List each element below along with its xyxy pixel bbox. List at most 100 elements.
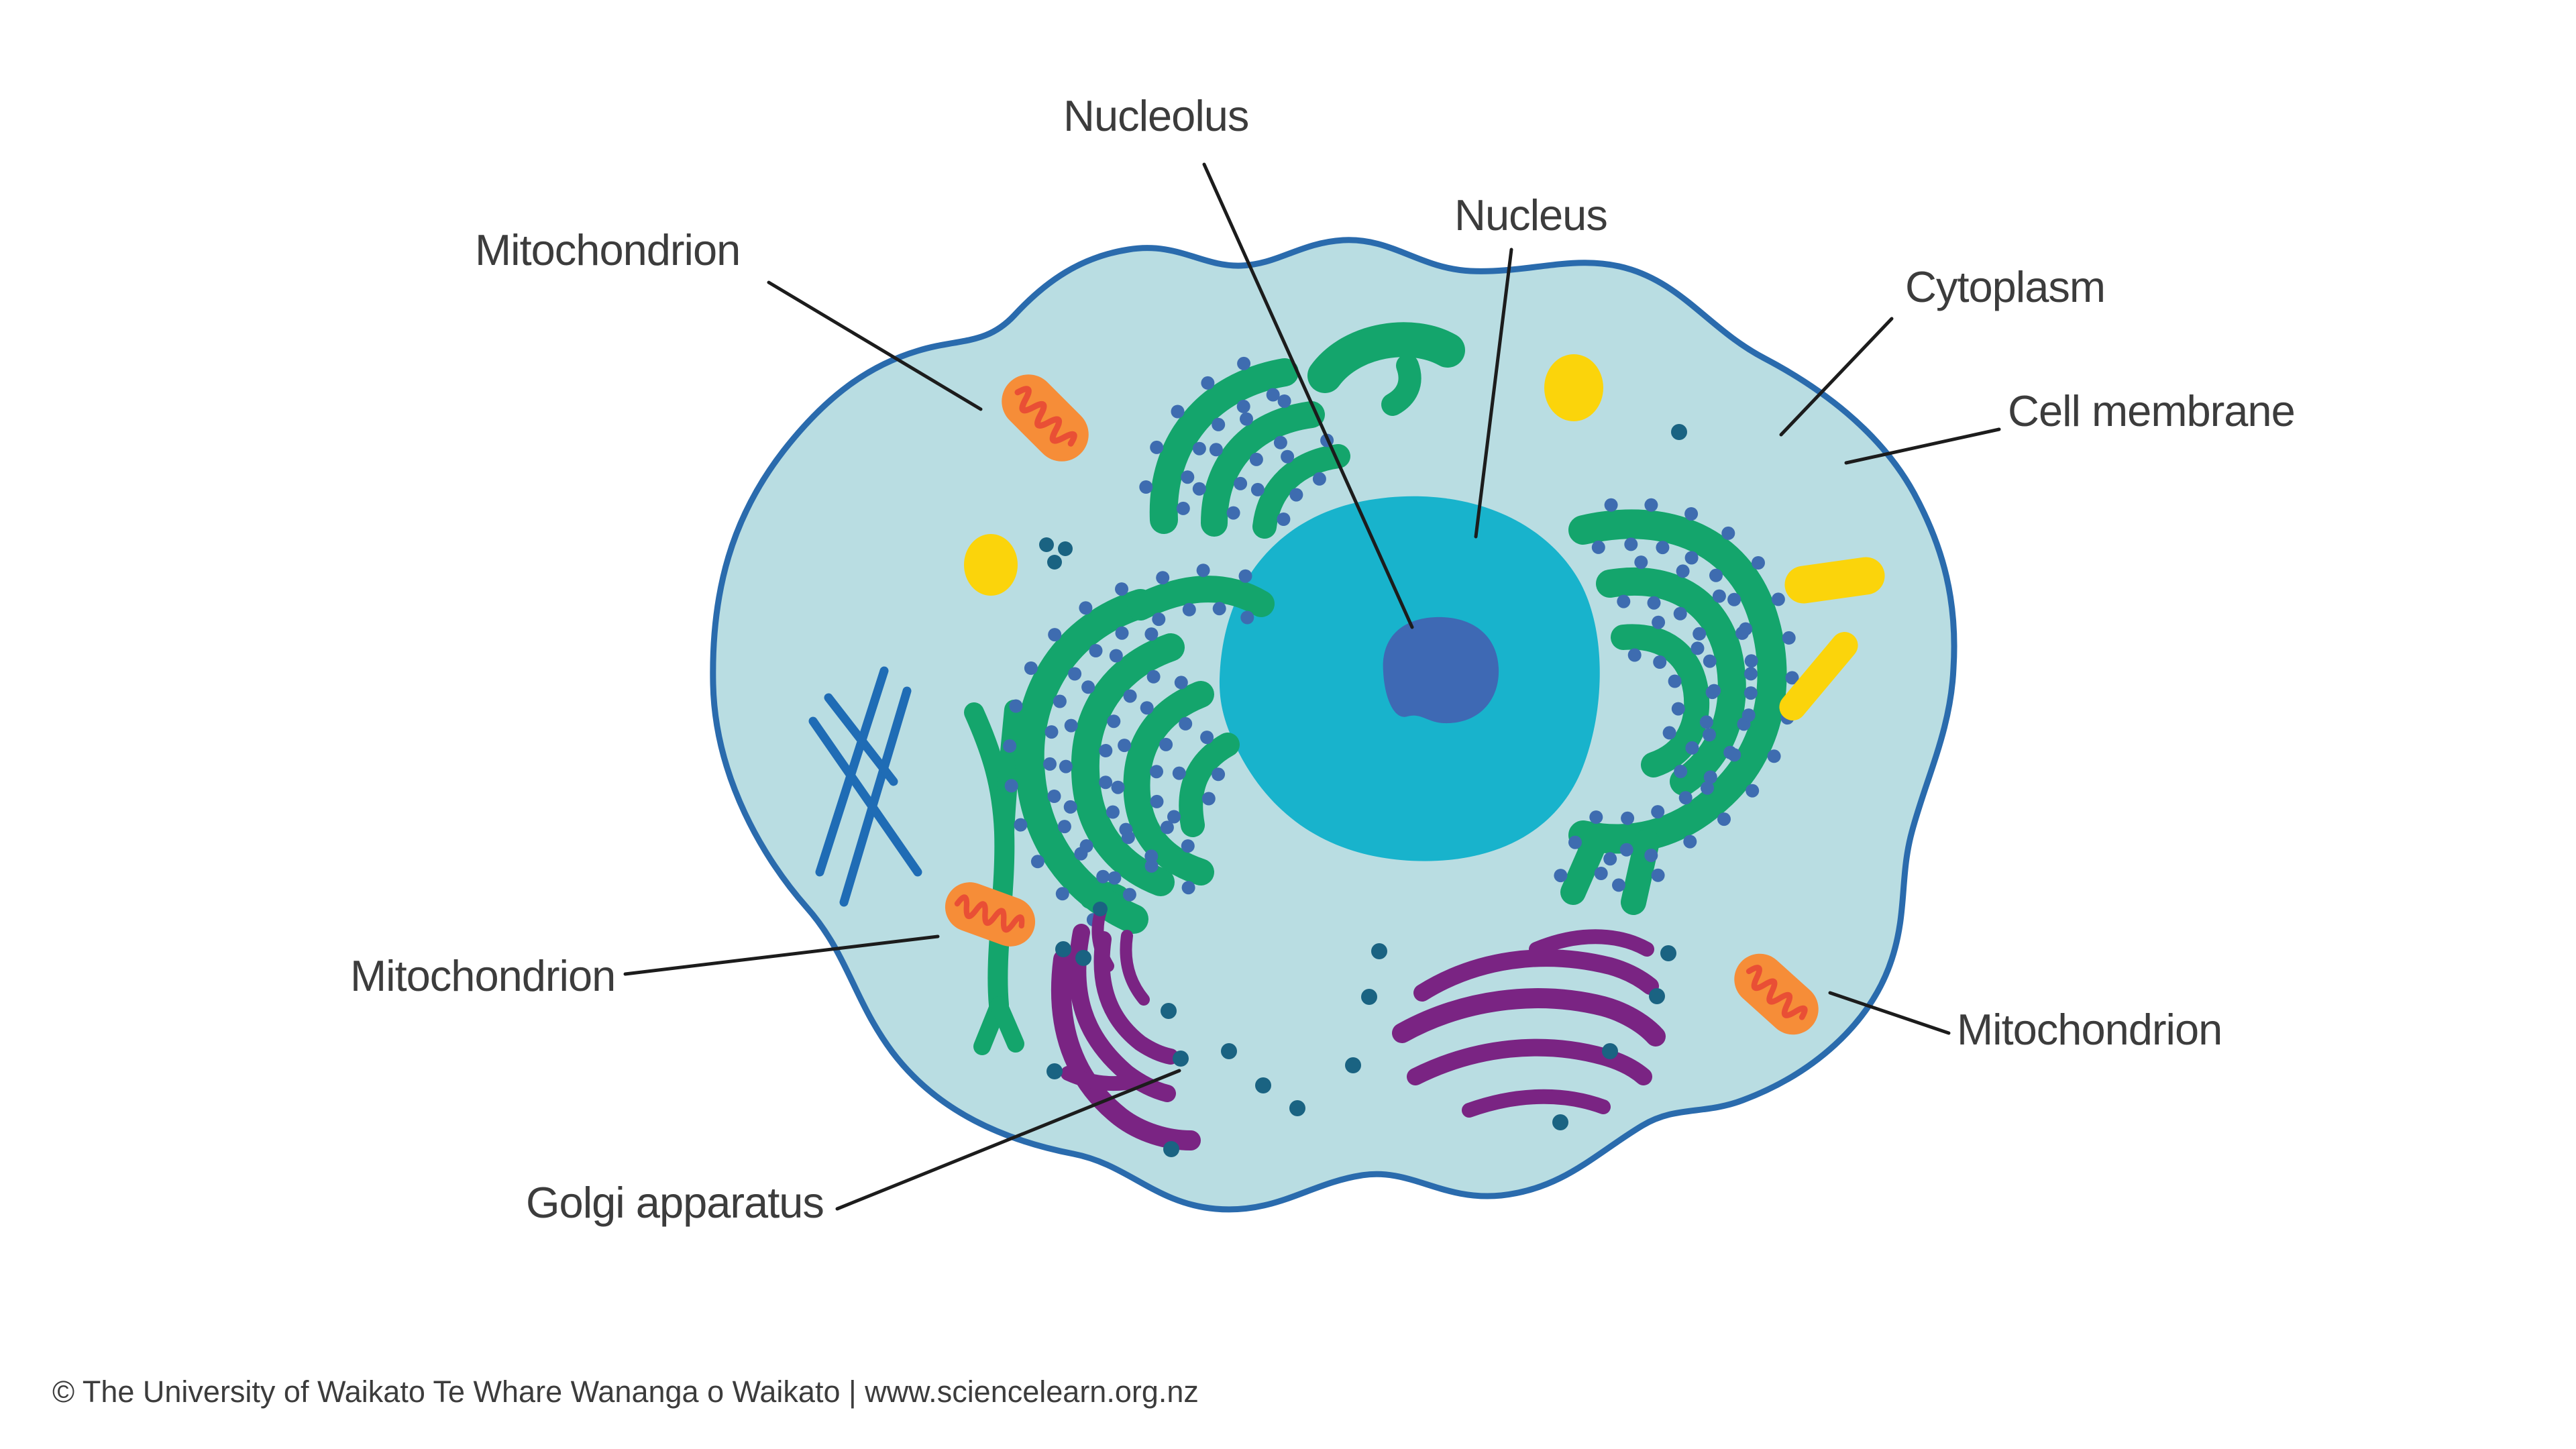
ribosome-dot xyxy=(1003,739,1017,753)
ribosome-dot xyxy=(1678,791,1693,805)
ribosome-dot xyxy=(1192,441,1206,455)
mitochondrion-right-shape xyxy=(1734,953,1819,1035)
ribosome-dot xyxy=(1250,482,1265,496)
golgi-ribbon xyxy=(1120,930,1150,1006)
ribosome-dot xyxy=(1771,592,1785,606)
ribosome-dot xyxy=(1068,667,1082,681)
ribosome-dot xyxy=(1234,476,1248,490)
ribosome-dot xyxy=(1673,606,1687,621)
centrioles xyxy=(808,666,922,907)
rough-er-left-inner xyxy=(1123,681,1214,885)
ribosome-dot xyxy=(1273,435,1287,449)
golgi-ribbon xyxy=(1093,931,1179,1065)
leader-mitochondrion-right xyxy=(1828,991,1951,1035)
ribosome-dot xyxy=(1044,725,1059,739)
leader-nucleolus xyxy=(1202,162,1414,629)
rough-er-right-mid xyxy=(1596,567,1746,796)
ribosome-dot xyxy=(1707,684,1721,698)
ribosome-dot xyxy=(1744,654,1758,668)
ribosome-dot xyxy=(1621,811,1635,825)
ribosome-dot xyxy=(1744,667,1758,681)
smooth-er-top-hook xyxy=(1381,354,1421,416)
label-mitochondrion-bottom-left: Mitochondrion xyxy=(350,951,616,1000)
ribosome-dot xyxy=(1709,568,1723,582)
golgi-ribbon xyxy=(1462,1089,1611,1118)
ribosome-dot xyxy=(1057,820,1071,834)
ribosome-dot xyxy=(1174,676,1188,690)
rough-er-right-inner xyxy=(1611,624,1710,777)
rough-er-group xyxy=(1014,358,1787,934)
ribosome-dot xyxy=(1240,412,1253,426)
ribosome-dot xyxy=(1150,794,1164,808)
ribosome-dot xyxy=(1594,867,1608,880)
ribosome-dot xyxy=(1627,648,1642,662)
ribosome-dot xyxy=(1172,766,1186,780)
ribosome-dot xyxy=(1201,792,1216,806)
ribosome-dot xyxy=(1782,631,1796,645)
ribosome-dot xyxy=(1139,480,1153,494)
ribosome-dot xyxy=(1671,702,1685,716)
ribosome-dot xyxy=(1752,556,1765,570)
ribosome-dot xyxy=(1209,443,1223,457)
ribosome-dot xyxy=(1727,592,1741,606)
copyright-text: © The University of Waikato Te Whare Wan… xyxy=(52,1375,1199,1409)
ribosome-dot xyxy=(1201,376,1215,390)
ribosome-dot xyxy=(1024,661,1038,675)
ribosome-dot xyxy=(1119,822,1133,837)
golgi-left-stack xyxy=(1051,905,1201,1150)
ribosome-dot xyxy=(1196,564,1210,578)
ribosome-dot xyxy=(1200,731,1214,745)
lysosome-group xyxy=(964,354,1885,720)
ribosome-dot xyxy=(1115,626,1129,640)
ribosome-dot xyxy=(1106,805,1120,819)
ribosome-dot xyxy=(1107,714,1121,729)
ribosome-dot xyxy=(1140,701,1154,715)
leader-mitochondrion-bottom-left xyxy=(623,934,940,976)
ribosome-dot xyxy=(1735,626,1749,640)
ribosome-dot xyxy=(1746,784,1760,798)
ribosome-dot xyxy=(1123,689,1137,703)
ribosome-dot xyxy=(1176,501,1190,515)
ribosome-dot xyxy=(1647,596,1661,610)
ribosome-dot xyxy=(1693,627,1707,641)
ribosome-dot xyxy=(1150,440,1164,454)
ribosome-dot xyxy=(1043,757,1057,771)
ribosome-dot xyxy=(1604,498,1618,512)
golgi-right-stack xyxy=(1392,929,1666,1118)
ribosome-dot xyxy=(1683,835,1697,849)
ribosome-dot xyxy=(1144,859,1159,873)
label-nucleolus: Nucleolus xyxy=(1063,91,1249,140)
ribosome-dot xyxy=(1159,737,1173,751)
golgi-ribbon xyxy=(1407,1038,1652,1085)
label-mitochondrion-top-left: Mitochondrion xyxy=(475,225,741,274)
smooth-er-top xyxy=(1307,322,1465,393)
ribosome-dot xyxy=(1089,644,1103,657)
ribosome-dot xyxy=(1712,589,1726,603)
label-mitochondrion-right: Mitochondrion xyxy=(1957,1005,2222,1054)
label-nucleus: Nucleus xyxy=(1454,191,1608,239)
ribosome-dot xyxy=(1079,839,1093,853)
ribosome-dot xyxy=(1030,855,1044,869)
ribosome-dot xyxy=(1152,612,1166,627)
ribosome-dot xyxy=(1281,449,1295,464)
ribosome-dot xyxy=(1644,849,1658,863)
ribosome-dot xyxy=(1192,482,1206,496)
ribosome-dot xyxy=(1048,628,1062,642)
rough-er-top-2 xyxy=(1201,401,1325,537)
ribosome-dot xyxy=(1701,781,1714,795)
mitochondrion-cristae xyxy=(954,894,1025,933)
ribosome-dot xyxy=(1619,843,1633,857)
ribosome-dot xyxy=(1212,417,1226,431)
ribosome-dot xyxy=(1146,669,1161,684)
label-golgi-apparatus: Golgi apparatus xyxy=(526,1178,824,1227)
ribosome-dot xyxy=(1181,881,1195,895)
lysosome-left xyxy=(964,534,1018,596)
ribosome-dot xyxy=(1624,537,1638,551)
ribosome-dot xyxy=(1612,878,1625,892)
ribosome-dot xyxy=(1144,627,1159,641)
mitochondrion-bottom-left-shape xyxy=(945,882,1036,947)
rough-er-left-arm xyxy=(1127,576,1275,621)
ribosome-dot xyxy=(1721,526,1735,540)
